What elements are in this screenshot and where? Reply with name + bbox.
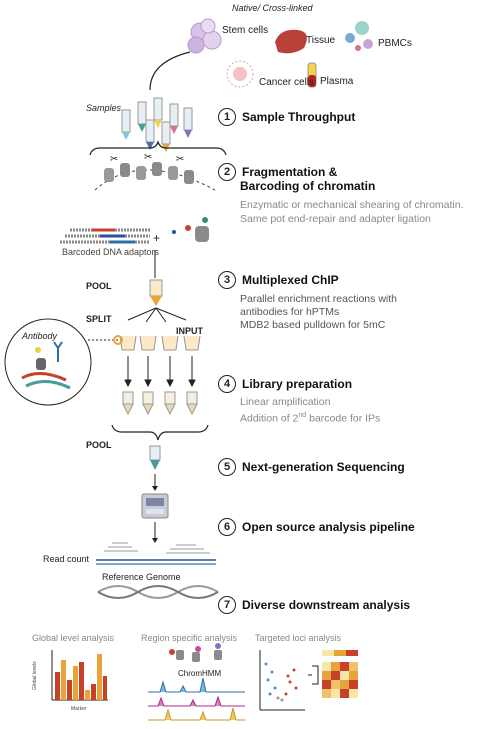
global-y-axis-label: Global levels [32,661,38,690]
step-4-title: Library preparation [242,377,353,391]
global-x-axis-label: Marker [71,706,87,712]
read-count-label: Read count [43,554,90,564]
global-bar-chart-icon [51,650,108,701]
step-4-desc-sup: nd [298,412,307,419]
barcoded-label: Barcoded DNA adaptors [62,247,160,257]
step-4: 4 Library preparation [218,375,352,393]
global-analysis-label: Global level analysis [32,633,115,643]
svg-text:+: + [153,231,160,245]
step-1: 1 Sample Throughput [218,108,355,126]
samples-label: Samples [86,103,122,113]
step-6-number: 6 [218,518,236,536]
step-5-title: Next-generation Sequencing [242,460,405,474]
step-3-title: Multiplexed ChIP [242,273,339,287]
cancer-cells-icon [226,60,254,88]
step-1-title: Sample Throughput [242,110,356,124]
reference-genome-label: Reference Genome [102,572,181,582]
barcoded-adaptors-icon: + [60,217,209,245]
read-pileup-icon [96,542,216,565]
final-tube-icon [149,445,161,470]
step-7-title: Diverse downstream analysis [242,598,411,612]
step-2-title-line1: Fragmentation & [242,165,338,179]
step-5-number: 5 [218,458,236,476]
chromhmm-tracks-icon [148,677,245,721]
step-3: 3 Multiplexed ChIP [218,271,339,289]
tissue-icon [275,29,307,54]
input-label: INPUT [176,326,203,336]
source-header: Native/ Cross-linked [232,3,313,13]
step-1-number: 1 [218,108,236,126]
stem-cells-icon [187,18,222,54]
svg-text:✂: ✂ [144,152,152,163]
step-4-desc-line2: Addition of 2nd barcode for IPs [240,409,380,426]
heatmap-icon [308,650,358,698]
step-3-desc-line1: Parallel enrichment reactions with [240,293,397,305]
tissue-label: Tissue [306,35,336,46]
region-analysis-label: Region specific analysis [141,633,238,643]
svg-text:✂: ✂ [110,154,118,165]
plasma-tube-icon [307,62,317,88]
step-5: 5 Next-generation Sequencing [218,458,405,476]
antibody-label: Antibody [22,331,58,341]
step-2: 2 Fragmentation & [218,163,337,181]
sequencer-icon [141,493,169,519]
chromatin-fragments-icon: ✂ ✂ ✂ [94,152,216,191]
step-2-title-line2: Barcoding of chromatin [240,179,376,193]
antibody-zoom-icon [4,318,123,406]
targeted-analysis-label: Targeted loci analysis [255,633,342,643]
step-3-number: 3 [218,271,236,289]
pool-label-2: POOL [86,440,112,450]
cancer-cells-label: Cancer cells [259,77,315,88]
step-4-desc-post: barcode for IPs [306,412,381,425]
split-label: SPLIT [86,314,112,324]
step-4-desc-pre: Addition of 2 [240,412,299,425]
region-icons [169,643,222,662]
step-4-number: 4 [218,375,236,393]
svg-text:✂: ✂ [176,154,184,165]
step-2-desc-line1: Enzymatic or mechanical shearing of chro… [240,199,464,211]
pool-label-1: POOL [86,281,112,291]
step-6: 6 Open source analysis pipeline [218,518,415,536]
step-7-number: 7 [218,596,236,614]
stem-cells-label: Stem cells [222,25,269,36]
step-2-number: 2 [218,163,236,181]
chromhmm-label: ChromHMM [178,669,222,678]
pbmcs-icon [345,21,373,51]
plasma-label: Plasma [320,76,354,87]
step-4-desc-line1: Linear amplification [240,396,331,408]
library-tubes-icon [122,391,198,416]
step-3-desc-line3: MDB2 based pulldown for 5mC [240,319,386,331]
pooled-tube-icon [149,279,163,306]
pbmcs-label: PBMCs [378,38,412,49]
split-tubes-icon [119,335,201,351]
step-6-title: Open source analysis pipeline [242,520,415,534]
step-3-desc-line2: antibodies for hPTMs [240,306,340,318]
volcano-plot-icon [259,650,305,711]
step-2-desc-line2: Same pot end-repair and adapter ligation [240,213,431,225]
step-7: 7 Diverse downstream analysis [218,596,410,614]
dna-helix-icon [97,585,219,599]
